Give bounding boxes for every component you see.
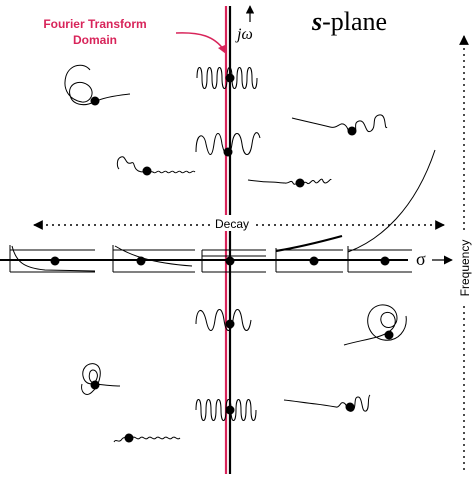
real-axis-plots: [9, 149, 436, 273]
pole-lhp-lower-far: [90, 380, 100, 390]
pole-real-5: [380, 256, 390, 266]
title-prefix: s: [311, 7, 322, 36]
pole-lhp-lower-near: [124, 433, 134, 443]
fourier-pointer-arrow: [175, 32, 225, 51]
pole-imag-upper-high: [225, 73, 235, 83]
frequency-label: Frequency: [458, 240, 472, 297]
response-box-constant: [201, 249, 266, 273]
fourier-label-line2: Domain: [73, 33, 117, 47]
fourier-label-line1: Fourier Transform: [43, 17, 146, 31]
response-box-fast-decay: [9, 245, 96, 273]
response-box-slow-growth: [275, 234, 343, 273]
imag-axis-j: j: [235, 26, 242, 43]
title-suffix: -plane: [322, 7, 387, 36]
pole-lhp-upper-near: [142, 166, 152, 176]
pole-rhp-lower-far: [345, 402, 355, 412]
wiggle-lower-left: [113, 436, 181, 443]
pole-lhp-upper-far: [90, 96, 100, 106]
response-box-fast-growth: [347, 149, 436, 273]
imag-axis-label: jω: [235, 26, 253, 43]
imag-axis-omega: ω: [241, 26, 252, 43]
pole-real-2: [136, 256, 146, 266]
title: s-plane: [311, 7, 387, 36]
spiral-upper-right-far: [291, 114, 388, 134]
pole-real-1: [50, 256, 60, 266]
wiggle-upper-left: [116, 156, 196, 174]
decay-label-bg: [210, 215, 254, 231]
pole-real-4: [309, 256, 319, 266]
wiggle-upper-right-near: [247, 178, 332, 186]
pole-real-3: [225, 256, 235, 266]
frequency-label-bg: [456, 232, 472, 304]
pole-rhp-lower-near: [384, 330, 394, 340]
pole-imag-upper-mid: [223, 147, 233, 157]
pole-imag-lower-mid: [225, 319, 235, 329]
fourier-pointer-arrowhead: [218, 45, 226, 54]
spiral-lower-right-near: [343, 304, 407, 346]
real-axis-label: σ: [416, 249, 426, 269]
pole-rhp-upper-far: [347, 126, 357, 136]
decay-label: Decay: [215, 217, 249, 231]
spiral-lower-left: [81, 363, 121, 395]
pole-imag-lower-high: [225, 405, 235, 415]
response-box-slow-decay: [112, 245, 195, 273]
coil-lower-mid: [195, 309, 252, 331]
pole-rhp-upper-near: [295, 178, 305, 188]
wiggle-lower-right-far: [283, 394, 371, 412]
imag-axis-oscillations: [195, 67, 261, 421]
